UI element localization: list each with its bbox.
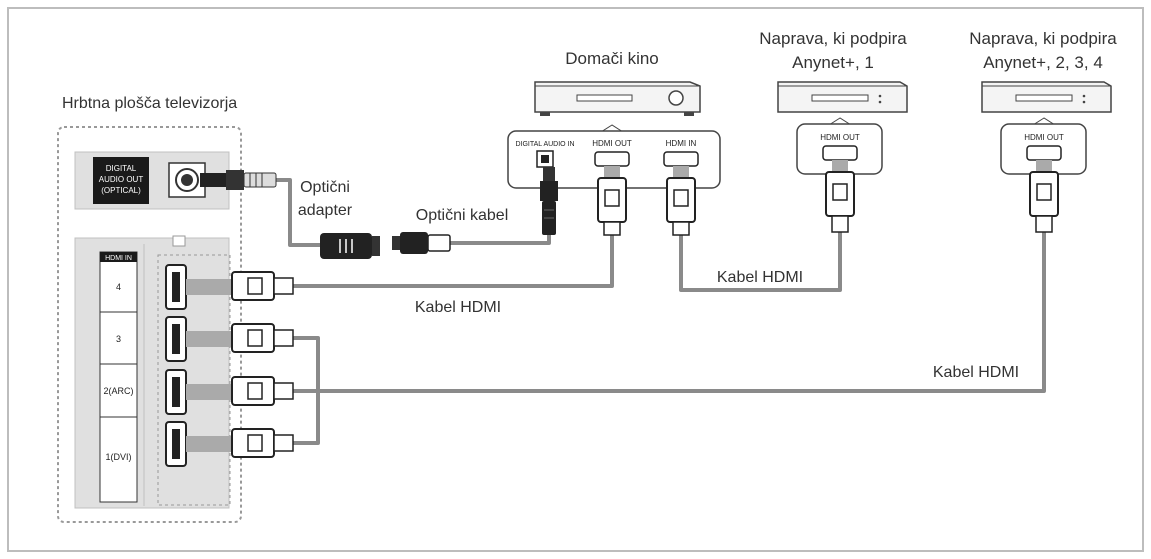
optical-label-box: [93, 157, 149, 204]
ht-hdmi-out-label: HDMI OUT: [592, 139, 632, 148]
ht-hdmi-in-port: [663, 151, 699, 167]
tv-hdmi-section: HDMI IN 4 3 2(ARC) 1(DVI): [74, 235, 294, 509]
hdmi-in-header: HDMI IN: [105, 255, 132, 262]
hdmi-plug-ht-out: [597, 166, 627, 236]
diagram-frame: [7, 7, 1144, 552]
anynet-device-2: [981, 81, 1112, 113]
hdmi-cable-loop: [293, 336, 320, 445]
hdmi-plug-ht-in: [666, 166, 696, 236]
hdmi-cable-label-2: Kabel HDMI: [717, 269, 803, 286]
device2-label-line1: Naprava, ki podpira: [969, 29, 1117, 48]
optical-plug-tv: [200, 173, 226, 187]
optical-connector: [392, 232, 451, 254]
hdmi-port-1dvi: [165, 421, 187, 467]
anynet-device-1: [777, 81, 908, 113]
device2-label-line2: Anynet+, 2, 3, 4: [983, 53, 1103, 72]
hdmi-plug-1dvi: [186, 428, 294, 458]
optical-adapter-label-line1: Optični: [300, 179, 350, 196]
device2-hdmi-port: [1026, 145, 1062, 161]
hdmi-cable-label-3: Kabel HDMI: [933, 364, 1019, 381]
home-theater-label: Domači kino: [565, 49, 659, 68]
hdmi-plug-device2: [1029, 160, 1059, 233]
hdmi-panel: [74, 237, 230, 509]
ht-hdmi-out-port: [594, 151, 630, 167]
hdmi-cable-device1: [679, 232, 842, 292]
hdmi-port-3: [165, 316, 187, 362]
hdmi-port-group-outline: [157, 254, 231, 506]
hdmi-in-header-box: [100, 252, 137, 262]
device2-hdmi-out-label: HDMI OUT: [1024, 133, 1064, 142]
device1-hdmi-out-label: HDMI OUT: [820, 133, 860, 142]
hdmi-port-2arc: [165, 369, 187, 415]
device1-hdmi-port: [822, 145, 858, 161]
tv-back-panel-label: Hrbtna plošča televizorja: [62, 95, 237, 112]
optical-port-core: [181, 174, 193, 186]
tv-optical-section: DIGITAL AUDIO OUT (OPTICAL): [74, 151, 277, 210]
optical-cable-to-home-theater: [450, 235, 551, 245]
optical-cable-label: Optični kabel: [416, 207, 509, 224]
hdmi-plug-device1: [825, 160, 855, 233]
home-theater-device: [534, 81, 701, 116]
optical-plug-tv-body: [226, 170, 244, 190]
hdmi-label-column: [99, 251, 138, 503]
optical-plug-tv-boot: [243, 172, 277, 188]
hdmi-cable-ht-out: [293, 235, 614, 288]
hdmi-plug-4: [186, 271, 294, 301]
hdmi-plug-2arc: [186, 376, 294, 406]
optical-adapter-label-line2: adapter: [298, 202, 353, 219]
hdmi-port-label-2arc: 2(ARC): [103, 386, 133, 396]
device1-label-line2: Anynet+, 1: [792, 53, 874, 72]
hdmi-plug-3: [186, 323, 294, 353]
hdmi-port-label-3: 3: [116, 334, 121, 344]
hdmi-cable-label-1: Kabel HDMI: [415, 299, 501, 316]
device1-label-line1: Naprava, ki podpira: [759, 29, 907, 48]
optical-label-line3: (OPTICAL): [101, 186, 141, 195]
ht-digital-audio-in-label: DIGITAL AUDIO IN: [515, 141, 574, 148]
hdmi-port-label-4: 4: [116, 282, 121, 292]
hdmi-port-4: [165, 264, 187, 310]
optical-adapter: [320, 233, 380, 259]
ht-hdmi-in-label: HDMI IN: [666, 139, 697, 148]
cables: [275, 178, 1046, 445]
optical-label-line2: AUDIO OUT: [99, 175, 144, 184]
optical-label-line1: DIGITAL: [106, 164, 137, 173]
tv-back-panel-outline: [57, 126, 242, 523]
optical-plug-ht: [540, 167, 558, 235]
optical-cable-to-adapter: [275, 178, 322, 247]
hdmi-port-label-1dvi: 1(DVI): [105, 452, 131, 462]
hdmi-cable-device2: [293, 232, 1046, 393]
